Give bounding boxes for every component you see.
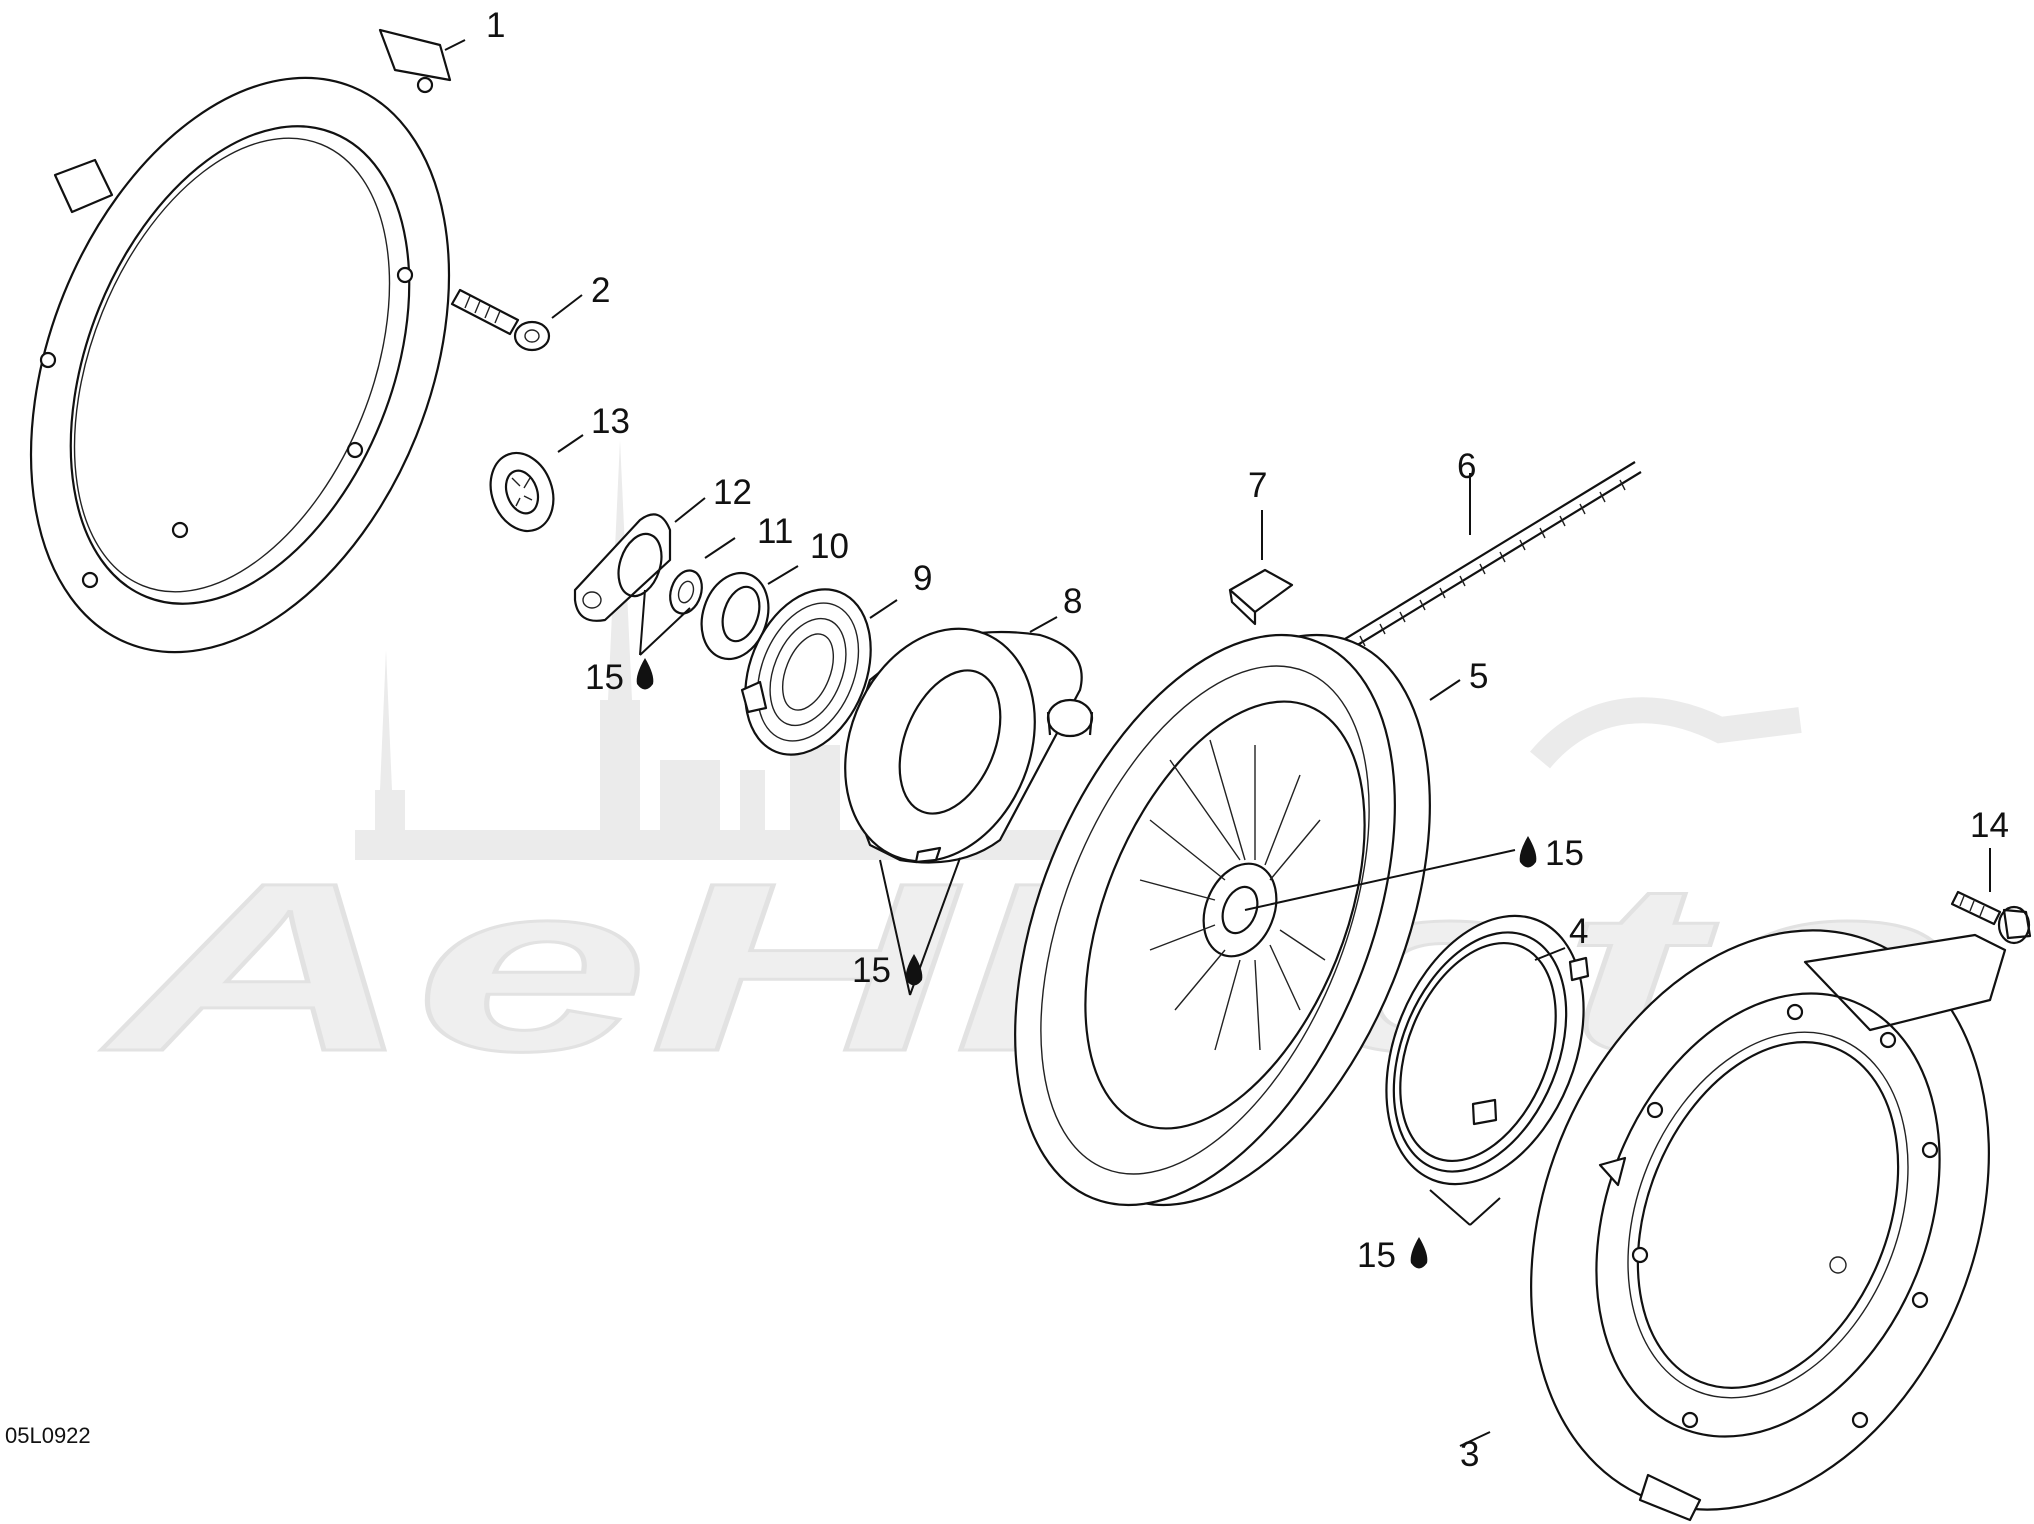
oil-drop-icon <box>1410 1237 1428 1269</box>
oil-drop-icon <box>1519 836 1537 868</box>
part-5-rope-pulley <box>1014 633 1431 1207</box>
oil-drop-icon <box>636 658 654 690</box>
callout-11: 11 <box>757 512 793 551</box>
callout-15-pulley: 15 <box>1545 834 1584 873</box>
oil-drop-icon <box>905 954 923 986</box>
callout-numbers: 1 2 13 12 11 10 9 8 7 6 5 4 14 3 15 15 1… <box>486 6 2009 1474</box>
part-7-key <box>1228 568 1294 626</box>
callout-14: 14 <box>1970 806 2009 845</box>
part-10-thrust-washer <box>700 571 770 661</box>
part-12-flanged-bushing <box>573 513 672 622</box>
part-14-flange-bolt <box>1950 890 2032 945</box>
part-11-washer <box>669 569 703 615</box>
callout-15-bushing: 15 <box>585 658 624 697</box>
part-13-lock-washer <box>489 451 555 533</box>
leader-lines <box>444 39 1991 1447</box>
callout-6: 6 <box>1457 447 1476 486</box>
part-4-pulley-spring <box>1385 914 1590 1186</box>
oil-drop-icons <box>636 658 1537 1269</box>
part-9-recoil-spring <box>740 588 872 756</box>
callout-2: 2 <box>591 271 610 310</box>
callout-9: 9 <box>913 559 932 598</box>
callout-5: 5 <box>1469 657 1488 696</box>
callout-1: 1 <box>486 6 505 45</box>
part-6-starter-rope <box>1339 461 1642 653</box>
callout-15-spring: 15 <box>1357 1236 1396 1275</box>
part-8-spring-housing <box>844 627 1094 864</box>
callout-10: 10 <box>810 527 849 566</box>
callout-12: 12 <box>713 473 752 512</box>
part-3-starter-housing <box>1530 929 2007 1522</box>
drawing-id: 05L0922 <box>5 1423 91 1448</box>
callout-4: 4 <box>1569 912 1588 951</box>
callout-13: 13 <box>591 402 630 441</box>
callout-8: 8 <box>1063 582 1082 621</box>
callout-3: 3 <box>1460 1435 1479 1474</box>
part-1-cover-ring <box>29 28 452 654</box>
callout-7: 7 <box>1248 466 1267 505</box>
callout-15-housing: 15 <box>852 951 891 990</box>
part-2-bolt <box>450 288 551 352</box>
